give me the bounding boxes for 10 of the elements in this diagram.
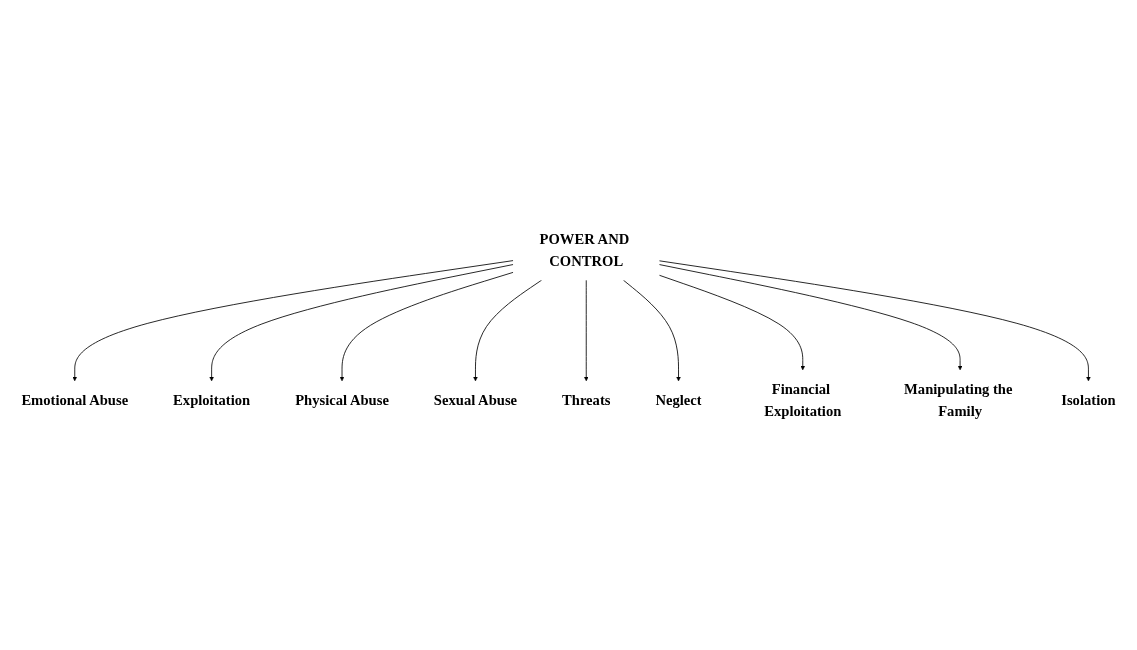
node-text: Financial Exploitation — [764, 381, 842, 420]
node-text: Neglect — [655, 392, 702, 409]
node-text: Emotional Abuse — [21, 392, 129, 409]
node-text: Threats — [562, 392, 611, 409]
node-text: POWER AND CONTROL — [539, 230, 630, 269]
node-text: Manipulating the Family — [904, 381, 1013, 420]
node-text: Exploitation — [173, 392, 251, 409]
node-text: Sexual Abuse — [433, 392, 518, 409]
node-text: Isolation — [1061, 392, 1116, 409]
node-text: Physical Abuse — [295, 392, 389, 409]
